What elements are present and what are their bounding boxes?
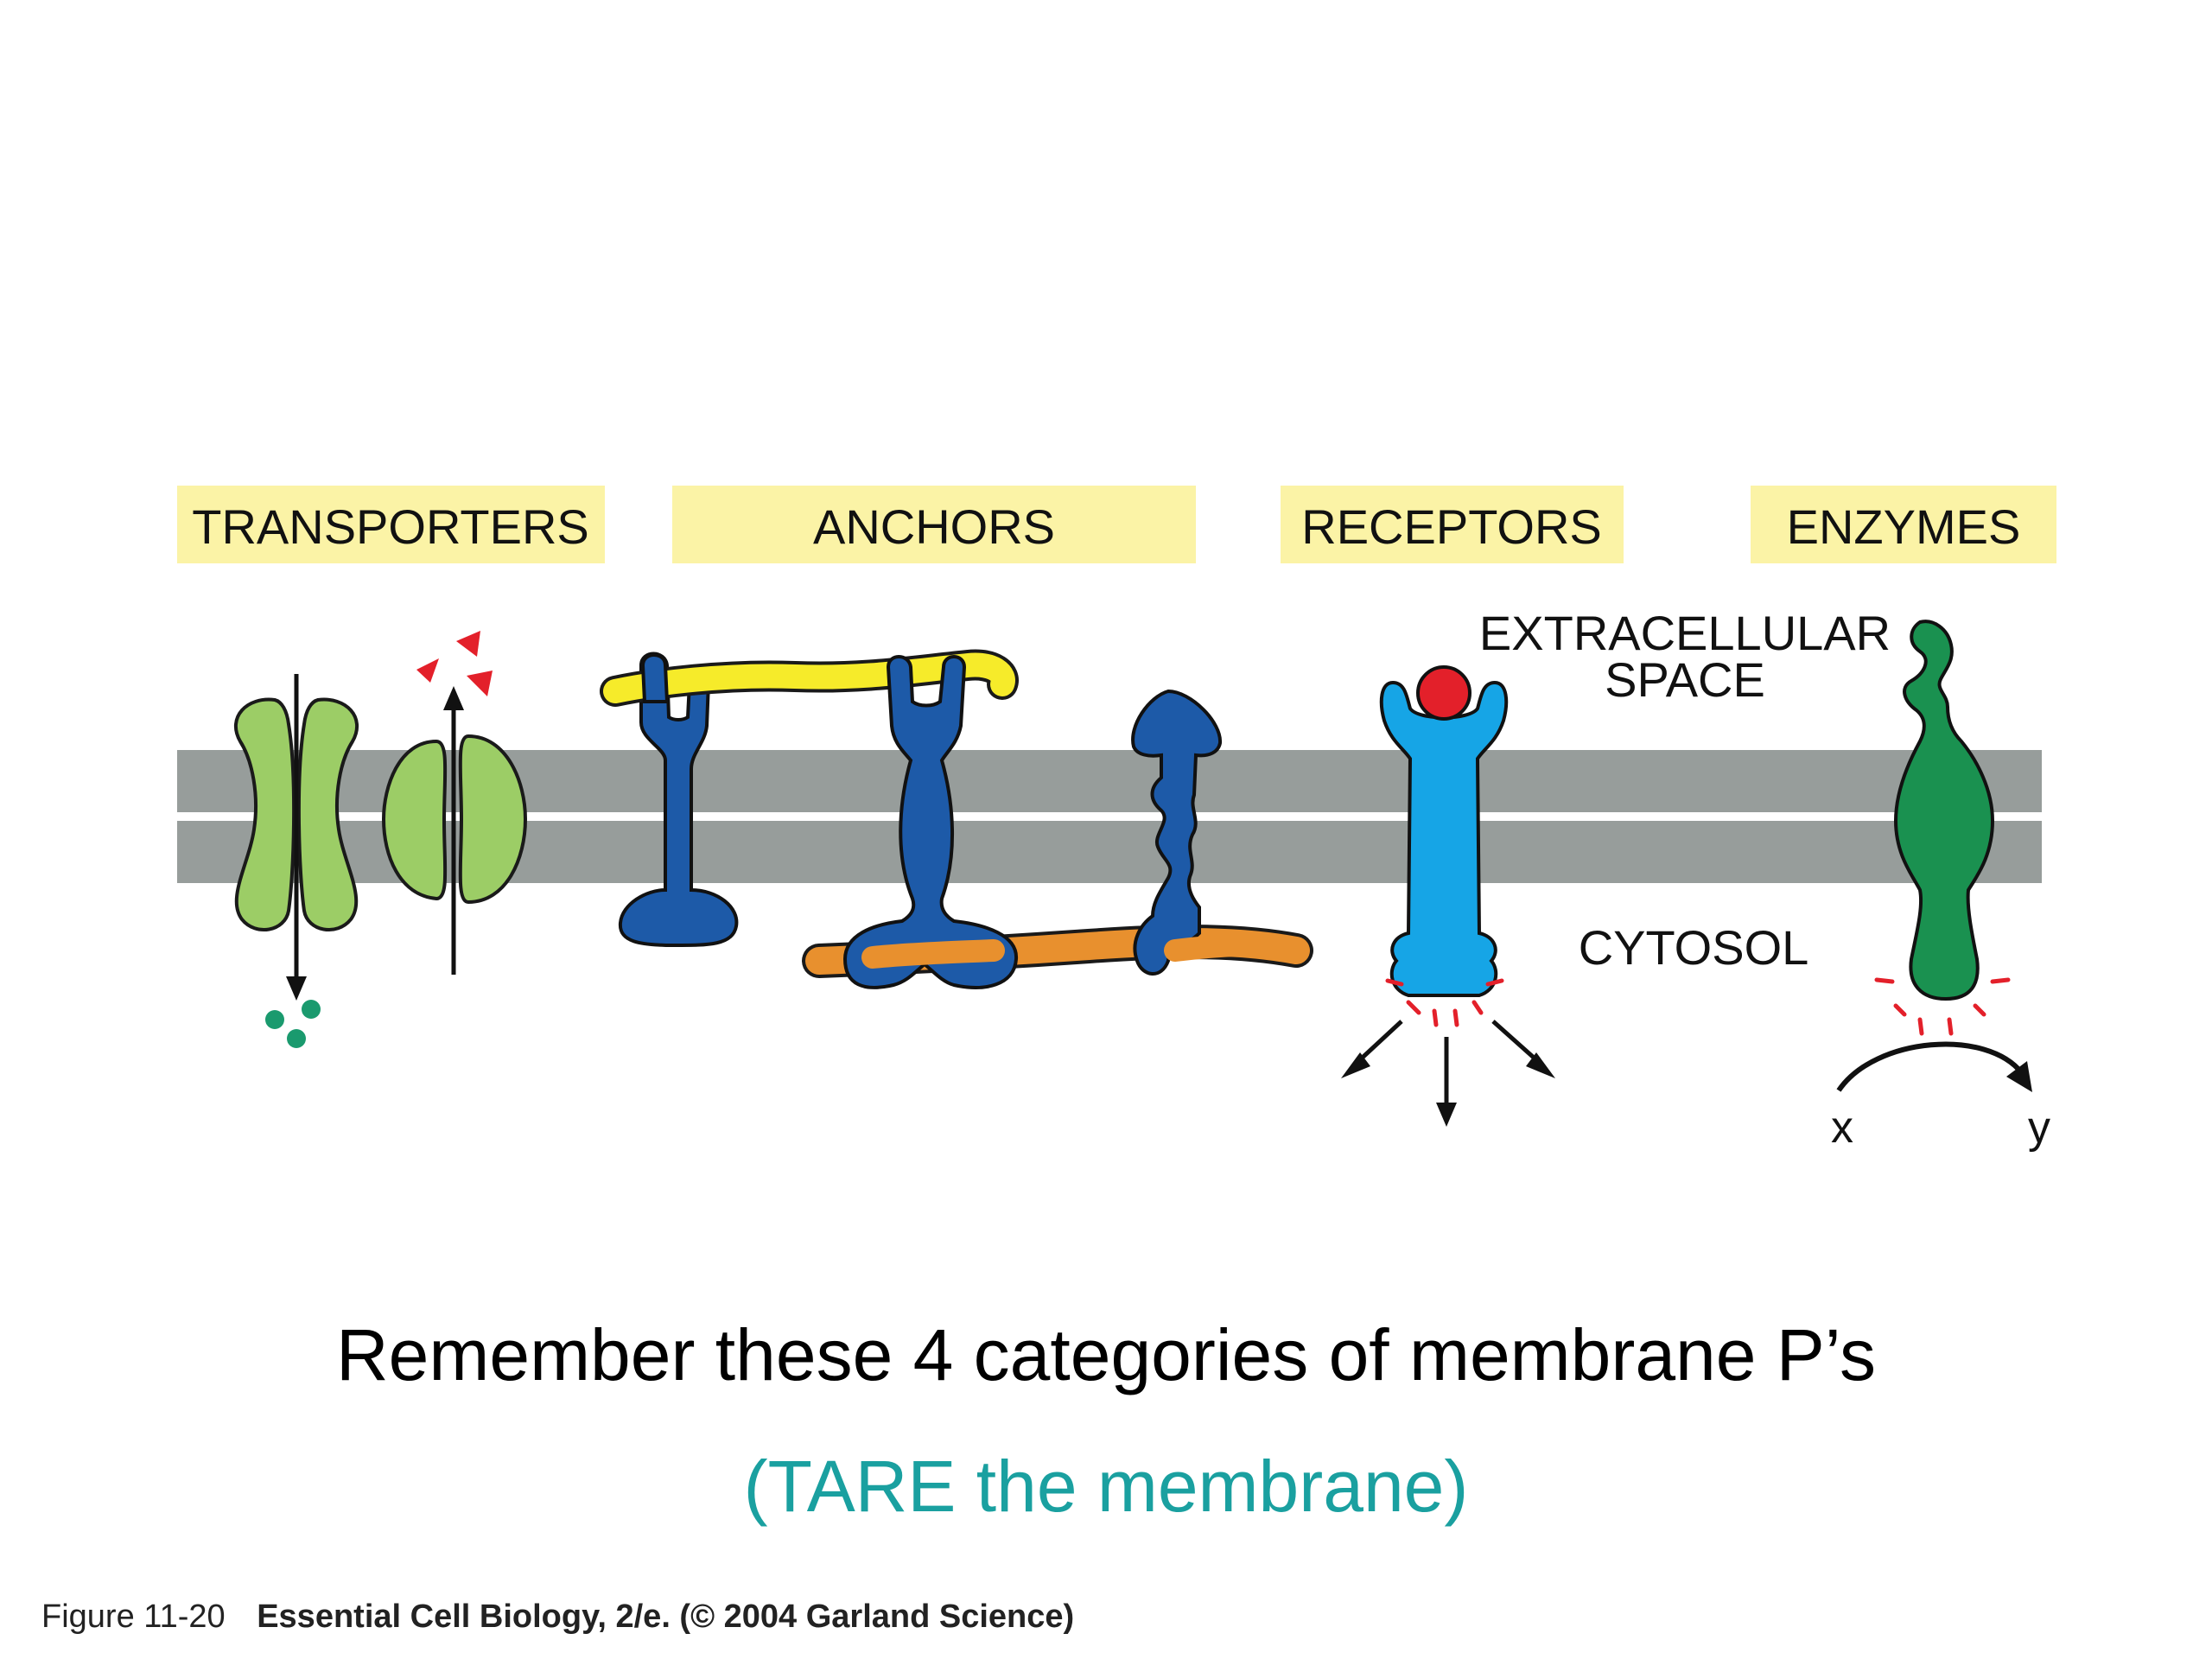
receptor-signal-arrows [1341,1020,1555,1127]
extracellular-label-line2: SPACE [1605,652,1765,707]
enzyme-protein [1893,620,1995,1001]
filament-through-anchor-3 [1164,933,1304,962]
enzyme-group: x y [1831,620,2050,1153]
transported-solutes [265,631,493,1048]
enzyme-activation-marks [1874,977,2011,1036]
green-solute-2 [302,1000,321,1019]
enzyme-reaction-arrow [1836,1041,2024,1092]
enzyme-reaction-arrowhead [2006,1061,2032,1092]
channel-transporter-left-half [233,697,296,932]
reaction-substrate-label: x [1831,1103,1853,1153]
red-solute-2 [456,631,480,657]
receptor-protein [1379,680,1509,997]
lipid-bilayer [177,750,2042,883]
red-solute-3 [467,671,493,696]
receptor-group [1341,665,1555,1127]
channel-flow-arrowhead [286,976,307,1001]
anchor-protein-1 [618,652,739,948]
enzymes-label-box [1751,486,2056,563]
transporters-label: TRANSPORTERS [192,499,588,554]
anchors-label: ANCHORS [813,499,1055,554]
caption-main: Remember these 4 categories of membrane … [336,1314,1876,1395]
green-solute-3 [287,1029,306,1048]
enzymes-label: ENZYMES [1787,499,2021,554]
figure-number: Figure 11-20 [41,1599,226,1635]
transport-arrows [286,674,464,1001]
anchors-label-box [672,486,1196,563]
carrier-transporter-left-half [381,739,448,901]
reaction-product-label: y [2028,1103,2050,1153]
extracellular-filament [603,652,1015,703]
filament-through-anchor-2 [861,939,1005,969]
receptor-ligand [1416,665,1471,721]
anchor-protein-3 [1131,689,1223,976]
anchor-protein-1-arm [640,653,670,703]
inner-leaflet [177,821,2042,883]
cytosol-label: CYTOSOL [1579,920,1809,975]
carrier-transporter-right-half [458,734,528,905]
outer-leaflet [177,750,2042,812]
figure-source: Essential Cell Biology, 2/e. (© 2004 Gar… [257,1599,1075,1635]
figure-credit: Figure 11-20 Essential Cell Biology, 2/e… [41,1599,1074,1636]
transporters-label-box [177,486,605,563]
category-labels: TRANSPORTERS ANCHORS RECEPTORS ENZYMES [177,486,2056,563]
receptor-activation-marks [1385,978,1504,1027]
red-solute-1 [416,658,439,683]
extracellular-label-line1: EXTRACELLULAR [1479,606,1891,660]
caption-sub: (TARE the membrane) [743,1446,1469,1527]
receptors-label-box [1281,486,1624,563]
channel-transporter-right-half [296,697,359,932]
transporter-group [233,697,528,932]
carrier-flow-arrowhead [443,686,464,710]
green-solute-1 [265,1010,284,1029]
anchor-protein-2 [842,655,1019,989]
receptors-label: RECEPTORS [1301,499,1601,554]
